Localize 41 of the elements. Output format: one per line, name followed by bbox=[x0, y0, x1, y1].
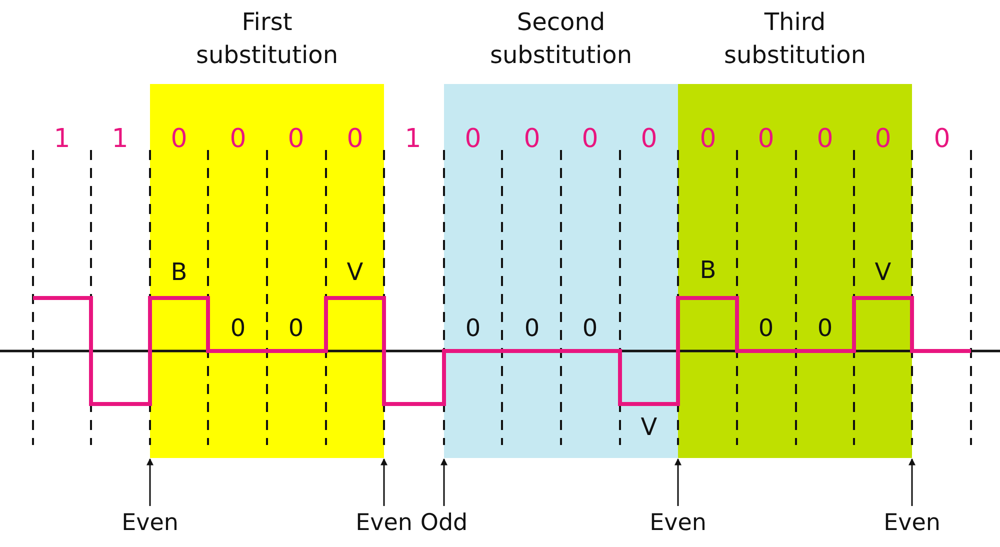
bit-value: 0 bbox=[288, 125, 304, 153]
bit-value: 0 bbox=[524, 125, 540, 153]
parity-label: Even bbox=[356, 508, 412, 538]
bit-value: 0 bbox=[874, 125, 892, 153]
parity-label: Odd bbox=[420, 508, 468, 538]
band-heading: Third substitution bbox=[722, 7, 868, 71]
pulse-label: 0 bbox=[465, 314, 481, 342]
bit-value: 0 bbox=[582, 125, 598, 153]
bit-value: 0 bbox=[464, 125, 482, 153]
pulse-label: V bbox=[346, 258, 364, 286]
bit-value: 0 bbox=[346, 125, 364, 153]
arrow bbox=[380, 458, 388, 506]
pulse-label: 0 bbox=[758, 314, 774, 342]
band-heading: Second substitution bbox=[488, 7, 634, 71]
band-heading: First substitution bbox=[194, 7, 340, 71]
parity-label: Even bbox=[122, 508, 178, 538]
bit-value: 0 bbox=[230, 125, 246, 153]
bit-value: 0 bbox=[700, 125, 716, 153]
pulse-label: V bbox=[874, 258, 892, 286]
bit-value: 0 bbox=[758, 125, 774, 153]
arrow bbox=[440, 458, 448, 506]
bit-value: 1 bbox=[54, 125, 70, 153]
parity-label: Even bbox=[650, 508, 706, 538]
bit-value: 0 bbox=[170, 125, 188, 153]
pulse-label: B bbox=[170, 258, 188, 286]
arrow bbox=[908, 458, 916, 506]
pulse-label: 0 bbox=[230, 314, 246, 342]
pulse-label: V bbox=[640, 413, 658, 441]
bit-value: 1 bbox=[404, 125, 422, 153]
bit-value: 0 bbox=[640, 125, 658, 153]
pulse-label: 0 bbox=[817, 314, 833, 342]
pulse-label: 0 bbox=[288, 314, 304, 342]
arrow bbox=[674, 458, 682, 506]
bit-value: 1 bbox=[112, 125, 128, 153]
pulse-label: 0 bbox=[524, 314, 540, 342]
bit-value: 0 bbox=[816, 125, 834, 153]
pulse-label: 0 bbox=[582, 314, 598, 342]
pulse-label: B bbox=[700, 256, 716, 284]
arrow bbox=[146, 458, 154, 506]
bit-value: 0 bbox=[934, 125, 950, 153]
parity-label: Even bbox=[884, 508, 940, 538]
